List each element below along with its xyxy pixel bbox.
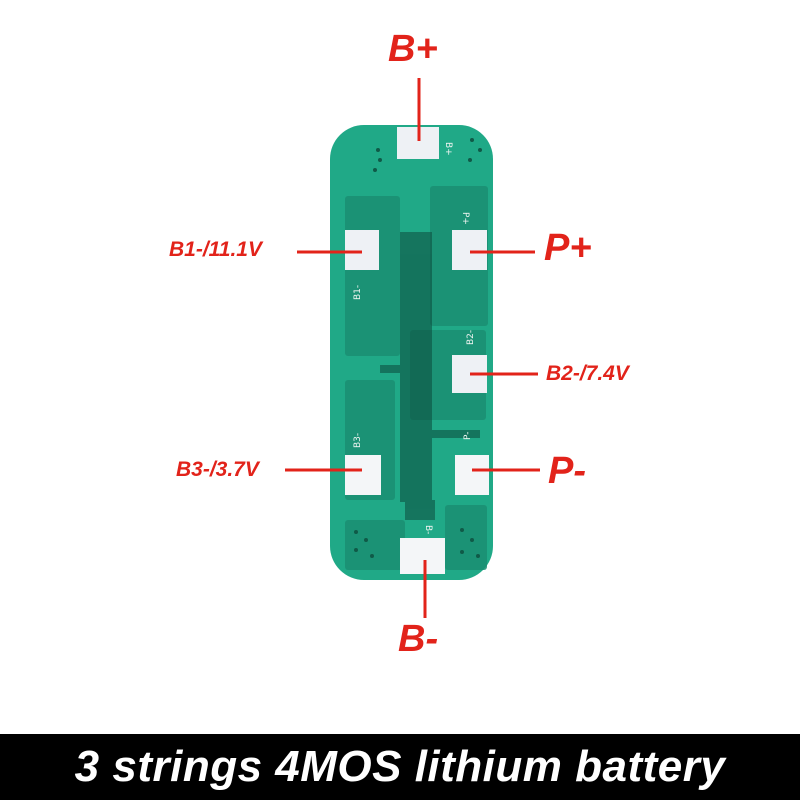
label-b2: B2-/7.4V: [546, 362, 629, 385]
silk-b2: B2-: [466, 330, 476, 345]
pcb-vias: [354, 138, 482, 558]
pad-b3: [345, 455, 381, 495]
label-b3: B3-/3.7V: [176, 458, 259, 481]
label-b-minus: B-: [398, 618, 439, 660]
label-b1: B1-/11.1V: [169, 238, 262, 261]
ground-strip: [380, 232, 480, 520]
silk-b-plus: B+: [443, 142, 453, 156]
label-p-plus: P+: [544, 227, 592, 269]
silk-b1: B1-: [353, 285, 363, 300]
caption-bar: 3 strings 4MOS lithium battery: [0, 734, 800, 800]
pad-p-minus: [455, 455, 489, 495]
pad-p-plus: [452, 230, 487, 270]
silk-p-plus: P+: [460, 212, 470, 225]
silk-b-minus: B-: [423, 525, 433, 534]
silk-b3: B3-: [353, 433, 363, 448]
label-b-plus: B+: [388, 28, 438, 70]
pad-b-minus: [400, 538, 445, 574]
pad-b1: [345, 230, 379, 270]
label-p-minus: P-: [548, 450, 586, 492]
leader-lines: [285, 78, 540, 618]
caption-text: 3 strings 4MOS lithium battery: [74, 742, 726, 791]
silk-p-minus: P-: [463, 432, 473, 440]
